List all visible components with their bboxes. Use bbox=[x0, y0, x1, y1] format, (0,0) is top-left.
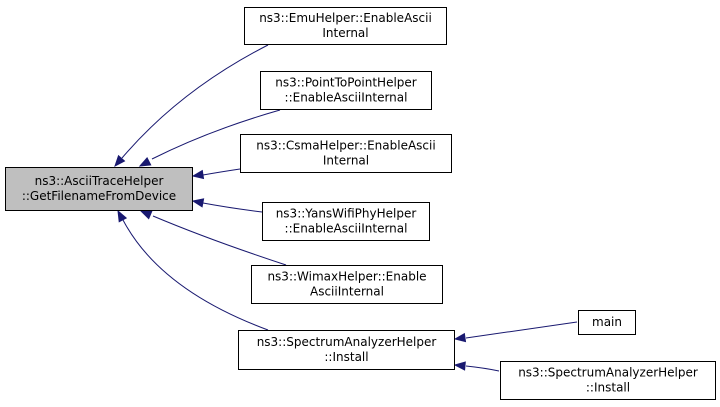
arrowhead-icon bbox=[117, 209, 128, 223]
edge-line bbox=[465, 365, 500, 372]
arrowhead-icon bbox=[191, 169, 205, 180]
node-yans[interactable]: ns3::YansWifiPhyHelper::EnableAsciiInter… bbox=[262, 202, 430, 241]
node-label-line: Internal bbox=[323, 154, 369, 168]
node-box bbox=[240, 134, 452, 173]
node-label-line: ns3::YansWifiPhyHelper bbox=[276, 207, 417, 221]
node-root: ns3::AsciiTraceHelper::GetFilenameFromDe… bbox=[5, 167, 193, 211]
node-box bbox=[238, 330, 455, 370]
node-wimax[interactable]: ns3::WimaxHelper::EnableAsciiInternal bbox=[251, 265, 443, 304]
node-label-line: ::Install bbox=[324, 350, 368, 364]
node-label-line: ns3::SpectrumAnalyzerHelper bbox=[257, 335, 437, 349]
node-label-line: ns3::SpectrumAnalyzerHelper bbox=[518, 366, 698, 380]
edge-csma-to-root bbox=[191, 168, 241, 180]
node-label-line: ns3::CsmaHelper::EnableAscii bbox=[256, 139, 435, 153]
node-csma[interactable]: ns3::CsmaHelper::EnableAsciiInternal bbox=[240, 134, 452, 173]
node-p2p[interactable]: ns3::PointToPointHelper::EnableAsciiInte… bbox=[260, 71, 432, 110]
edges-layer bbox=[114, 44, 578, 372]
edge-spec2-to-spec1 bbox=[453, 361, 500, 372]
node-label-line: main bbox=[592, 315, 622, 329]
nodes-layer: ns3::AsciiTraceHelper::GetFilenameFromDe… bbox=[5, 7, 716, 400]
edge-p2p-to-root bbox=[138, 109, 281, 167]
arrowhead-icon bbox=[453, 361, 466, 371]
node-label-line: ns3::EmuHelper::EnableAscii bbox=[259, 11, 432, 25]
node-label-line: ns3::PointToPointHelper bbox=[275, 76, 417, 90]
node-label-line: ::Install bbox=[586, 381, 630, 395]
node-box bbox=[5, 167, 193, 211]
edge-spec1-to-root bbox=[117, 209, 269, 331]
node-emu[interactable]: ns3::EmuHelper::EnableAsciiInternal bbox=[244, 7, 447, 45]
edge-line bbox=[122, 219, 269, 331]
edge-line bbox=[202, 168, 241, 176]
node-label-line: ::EnableAsciiInternal bbox=[285, 91, 408, 105]
node-label-line: ns3::AsciiTraceHelper bbox=[35, 174, 164, 188]
node-box bbox=[244, 7, 447, 45]
node-spec1[interactable]: ns3::SpectrumAnalyzerHelper::Install bbox=[238, 330, 455, 370]
edge-wimax-to-root bbox=[139, 210, 287, 266]
node-main[interactable]: main bbox=[578, 310, 636, 335]
edge-line bbox=[202, 202, 263, 213]
edge-line bbox=[465, 321, 578, 339]
node-box bbox=[260, 71, 432, 110]
arrowhead-icon bbox=[138, 157, 152, 167]
arrowhead-icon bbox=[139, 210, 153, 220]
node-label-line: ns3::WimaxHelper::Enable bbox=[267, 270, 426, 284]
node-box bbox=[500, 361, 716, 400]
edge-yans-to-root bbox=[191, 198, 263, 213]
node-label-line: ::EnableAsciiInternal bbox=[285, 222, 408, 236]
arrowhead-icon bbox=[114, 154, 126, 168]
node-label-line: AsciiInternal bbox=[310, 285, 384, 299]
arrowhead-icon bbox=[453, 332, 467, 343]
edge-emu-to-root bbox=[114, 44, 269, 168]
edge-main-to-spec1 bbox=[453, 321, 578, 343]
arrowhead-icon bbox=[191, 198, 205, 208]
node-box bbox=[251, 265, 443, 304]
edge-line bbox=[152, 215, 287, 266]
node-label-line: ::GetFilenameFromDevice bbox=[22, 189, 176, 203]
edge-line bbox=[151, 109, 281, 160]
node-spec2[interactable]: ns3::SpectrumAnalyzerHelper::Install bbox=[500, 361, 716, 400]
node-box bbox=[578, 310, 636, 335]
node-box bbox=[262, 202, 430, 241]
edge-line bbox=[121, 44, 269, 159]
node-label-line: Internal bbox=[322, 26, 368, 40]
